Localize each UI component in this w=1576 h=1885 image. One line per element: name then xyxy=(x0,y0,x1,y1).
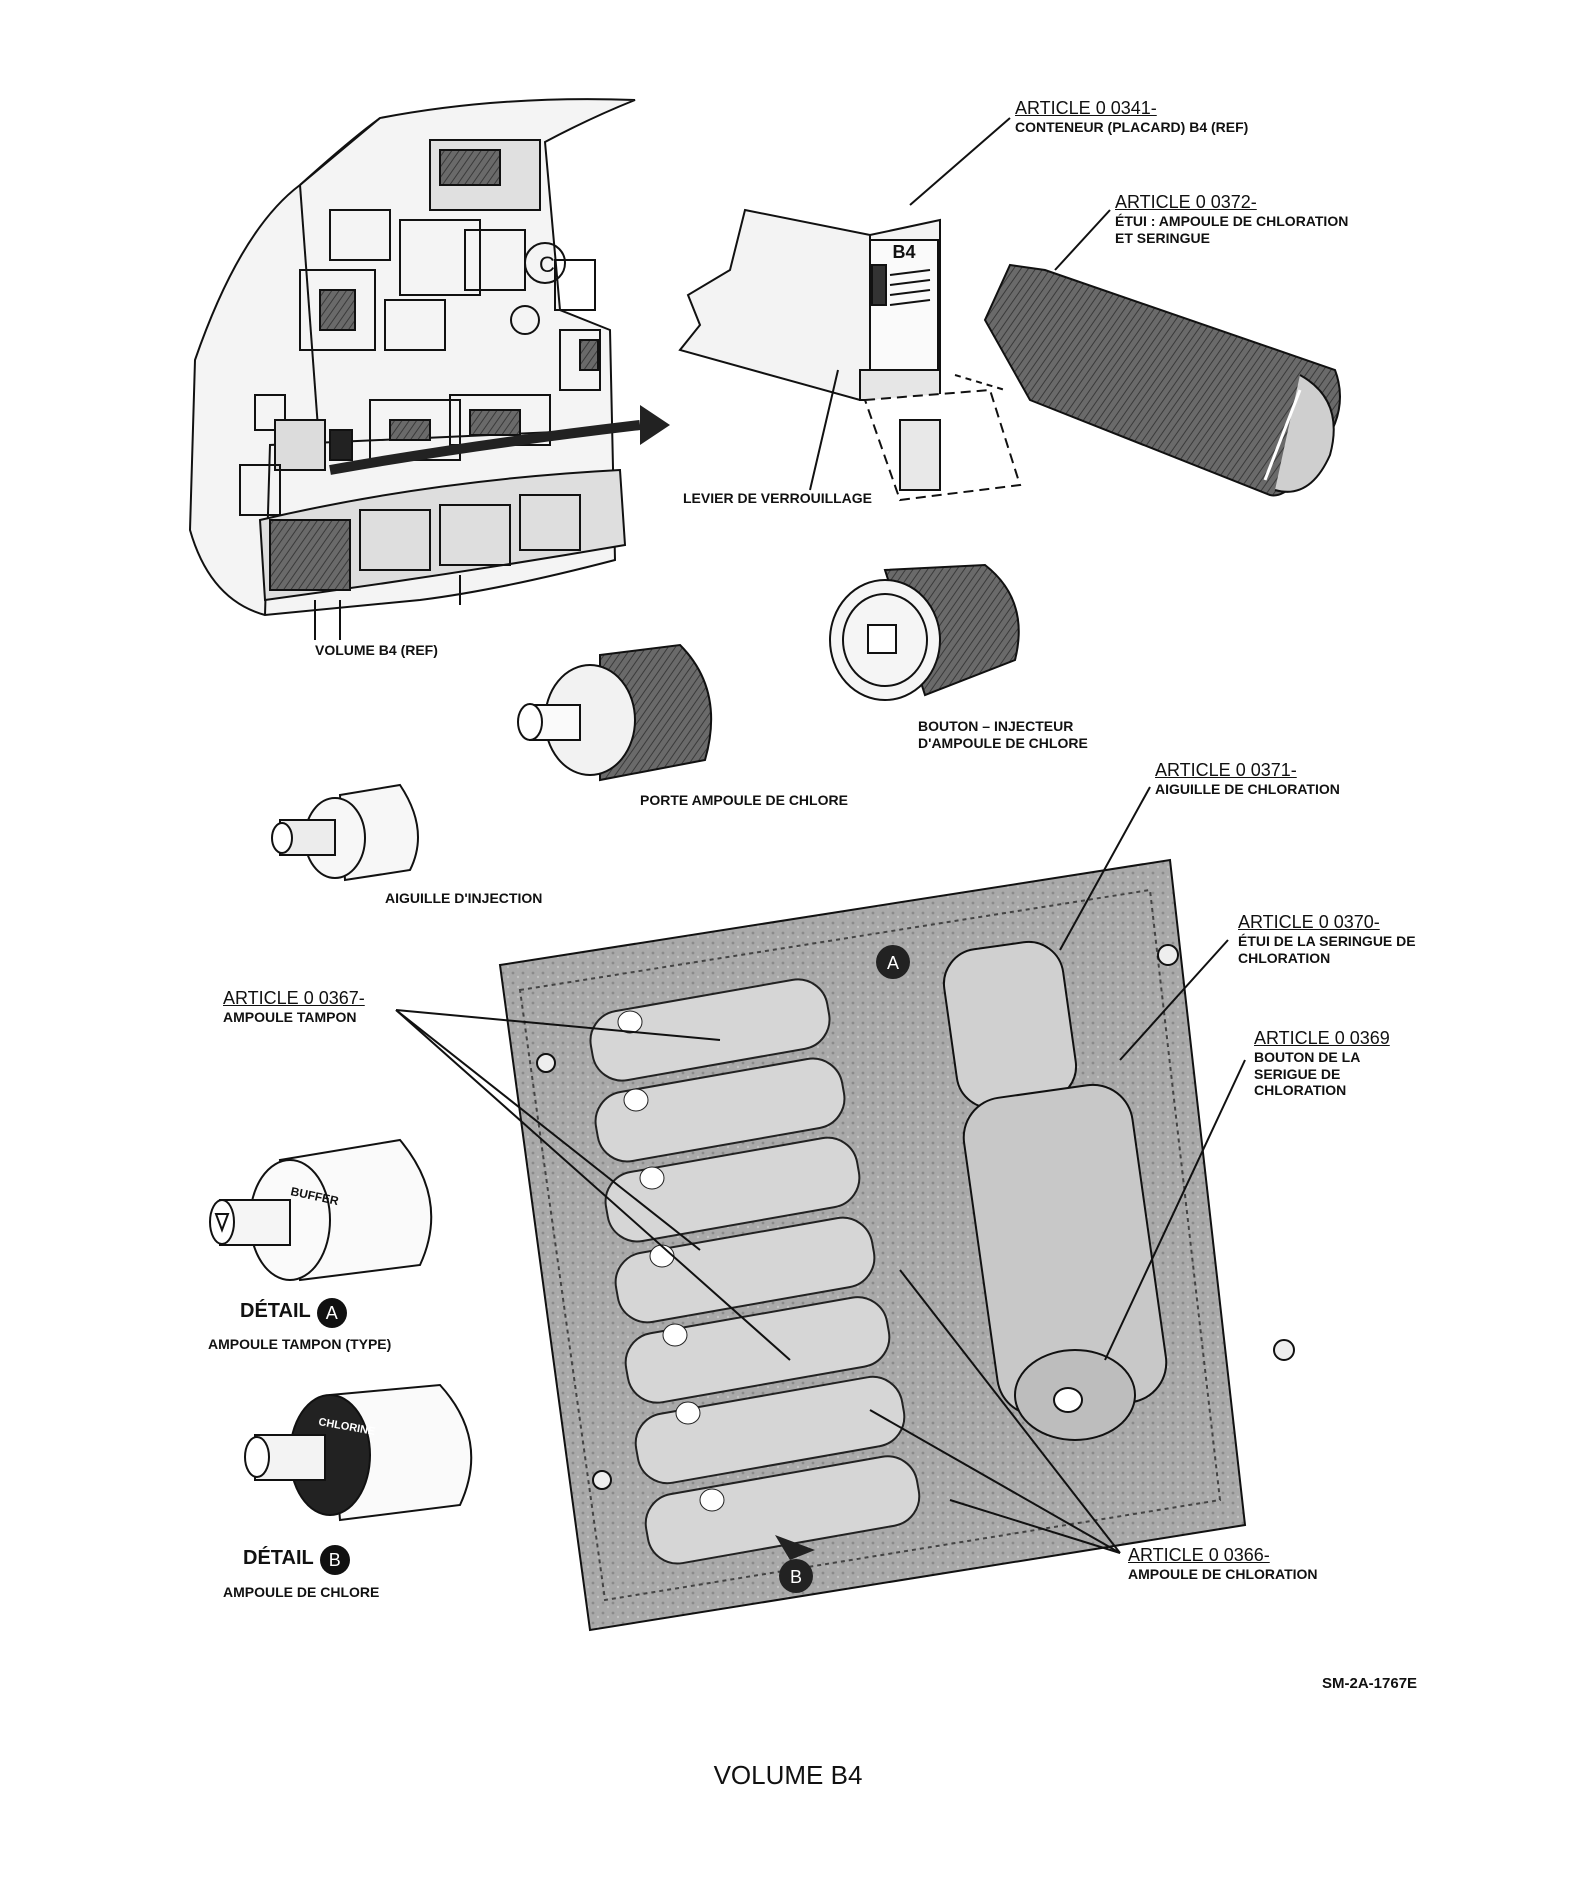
detail-b-title: DÉTAIL xyxy=(243,1547,314,1570)
page-title: VOLUME B4 xyxy=(713,1760,863,1790)
article-0371-description: AIGUILLE DE CHLORATION xyxy=(1155,781,1340,798)
article-0341-number: ARTICLE 0 0341- xyxy=(1015,98,1157,118)
callout-b-marker: B xyxy=(775,1535,815,1593)
article-0367-description: AMPOULE TAMPON xyxy=(223,1009,357,1026)
callout-a-text: A xyxy=(887,953,899,973)
reference-number: SM-2A-1767E xyxy=(1322,1675,1418,1692)
article-0366-number: ARTICLE 0 0366- xyxy=(1128,1545,1270,1565)
article-0369-description-2: SERIGUE DE xyxy=(1254,1065,1341,1082)
label-injection-needle: AIGUILLE D'INJECTION xyxy=(385,890,543,906)
label-article-0369: ARTICLE 0 0369 BOUTON DE LA SERIGUE DE C… xyxy=(1254,1028,1390,1099)
detail-a-ampoule-drawing: BUFFER xyxy=(209,1138,433,1282)
ampoule-holder-drawing xyxy=(517,643,713,782)
chlorination-kit-roll xyxy=(498,858,1295,1632)
article-0369-description-3: CHLORATION xyxy=(1254,1082,1347,1099)
article-0371-number: ARTICLE 0 0371- xyxy=(1155,760,1297,780)
article-0370-description-2: CHLORATION xyxy=(1238,949,1331,966)
article-0366-description: AMPOULE DE CHLORATION xyxy=(1128,1566,1318,1583)
console-cabinet-drawing xyxy=(188,98,670,640)
label-injector-button: BOUTON – INJECTEUR D'AMPOULE DE CHLORE xyxy=(918,718,1088,751)
label-ampoule-holder: PORTE AMPOULE DE CHLORE xyxy=(640,792,848,808)
article-0370-description-1: ÉTUI DE LA SERINGUE DE xyxy=(1238,933,1416,950)
label-article-0371: ARTICLE 0 0371- AIGUILLE DE CHLORATION xyxy=(1155,760,1340,798)
leader-lines xyxy=(314,117,1246,1554)
article-0372-description-1: ÉTUI : AMPOULE DE CHLORATION xyxy=(1115,213,1349,230)
article-0367-number: ARTICLE 0 0367- xyxy=(223,988,365,1008)
label-article-0370: ARTICLE 0 0370- ÉTUI DE LA SERINGUE DE C… xyxy=(1238,912,1416,966)
article-0369-number: ARTICLE 0 0369 xyxy=(1254,1028,1390,1048)
injector-button-drawing xyxy=(829,563,1020,701)
detail-a-badge: A xyxy=(316,1298,347,1328)
injector-button-line-1: BOUTON – INJECTEUR xyxy=(918,718,1074,734)
panel-c-marking: C xyxy=(539,252,555,277)
detail-a-title: DÉTAIL xyxy=(240,1300,311,1323)
container-b4-drawing xyxy=(678,208,1022,502)
injection-needle-drawing xyxy=(271,783,419,882)
detail-b-badge: B xyxy=(319,1545,350,1575)
label-article-0372: ARTICLE 0 0372- ÉTUI : AMPOULE DE CHLORA… xyxy=(1115,192,1348,246)
pouch-case-drawing xyxy=(954,263,1341,497)
detail-b-ampoule-drawing: CHLORINE xyxy=(244,1383,473,1522)
label-article-0366: ARTICLE 0 0366- AMPOULE DE CHLORATION xyxy=(1128,1545,1318,1583)
detail-a-description: AMPOULE TAMPON (TYPE) xyxy=(208,1336,392,1352)
article-0372-description-2: ET SERINGUE xyxy=(1115,229,1210,246)
injector-button-line-2: D'AMPOULE DE CHLORE xyxy=(918,734,1088,751)
article-0372-number: ARTICLE 0 0372- xyxy=(1115,192,1257,212)
label-locking-lever: LEVIER DE VERROUILLAGE xyxy=(683,490,873,506)
callout-b-text: B xyxy=(790,1567,802,1587)
label-volume-ref: VOLUME B4 (REF) xyxy=(315,642,438,658)
detail-b-description: AMPOULE DE CHLORE xyxy=(223,1584,380,1600)
callout-a-marker: A xyxy=(876,945,910,979)
label-article-0367: ARTICLE 0 0367- AMPOULE TAMPON xyxy=(223,988,365,1026)
article-0370-number: ARTICLE 0 0370- xyxy=(1238,912,1380,932)
label-article-0341: ARTICLE 0 0341- CONTENEUR (PLACARD) B4 (… xyxy=(1015,98,1248,136)
article-0369-description-1: BOUTON DE LA xyxy=(1254,1049,1361,1066)
box-b4-marking: B4 xyxy=(892,242,915,262)
article-0341-description: CONTENEUR (PLACARD) B4 (REF) xyxy=(1015,119,1249,136)
